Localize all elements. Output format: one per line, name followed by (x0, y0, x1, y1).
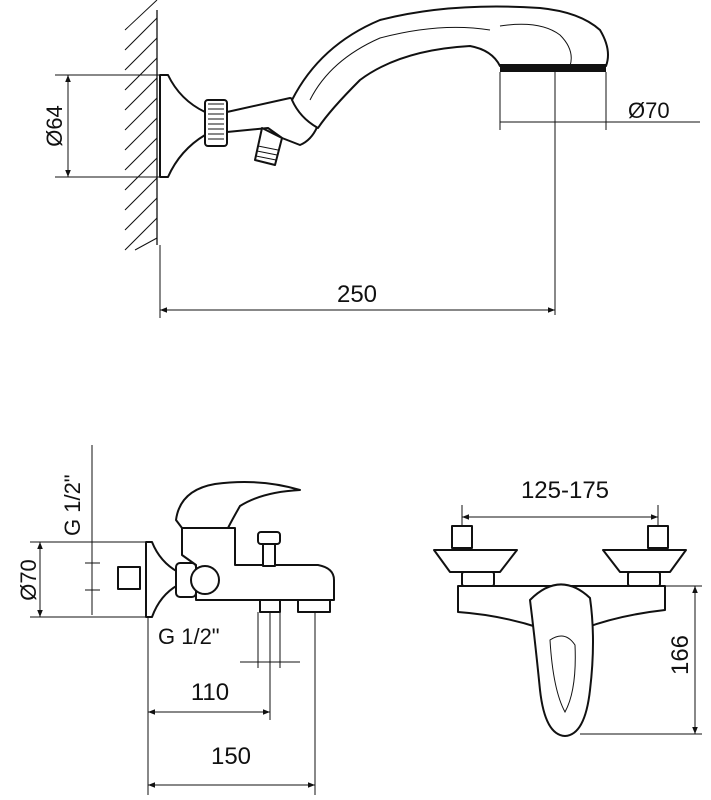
pipe-stub (117, 566, 141, 590)
hose-connector (254, 127, 283, 166)
mixer-lever (175, 481, 301, 529)
mixer-flange (145, 541, 179, 618)
shower-handle (291, 5, 609, 129)
mixer-side-view: G 1/2" Ø70 G 1/2" 110 (16, 445, 335, 795)
mixer-front-view: 125-175 166 (433, 477, 702, 737)
left-stub (451, 525, 473, 549)
right-nut (627, 571, 661, 587)
lever-inner (549, 635, 576, 714)
left-nut (461, 571, 495, 587)
right-flange (602, 549, 687, 573)
dim-depth-110: 110 (191, 679, 229, 706)
mixer-lever-front (529, 583, 594, 737)
dim-shower-reach: 250 (337, 281, 377, 308)
dim-thread-horizontal: G 1/2" (158, 624, 220, 649)
dim-flange-diameter: Ø70 (16, 559, 41, 601)
handle-inner-line (309, 26, 491, 101)
dim-centers: 125-175 (521, 477, 609, 504)
bracket-flange (159, 74, 206, 178)
dim-head-diameter: Ø70 (628, 98, 670, 123)
hand-shower-view: Ø64 Ø70 250 (42, 0, 700, 318)
mixer-body (181, 527, 335, 601)
head-inner-line (499, 23, 572, 67)
right-stub (647, 525, 669, 549)
body-boss (190, 565, 220, 595)
dim-mount-diameter: Ø64 (42, 105, 67, 147)
dim-depth-150: 150 (211, 743, 251, 770)
left-flange (433, 549, 518, 573)
spray-face (500, 64, 606, 72)
diverter-stem (262, 543, 276, 567)
dim-height: 166 (667, 635, 694, 675)
hose-outlet (297, 599, 331, 613)
wall-hatching (124, 0, 158, 251)
diverter-knob (257, 531, 281, 545)
dim-thread-vertical: G 1/2" (60, 474, 85, 536)
bath-outlet (259, 599, 281, 613)
